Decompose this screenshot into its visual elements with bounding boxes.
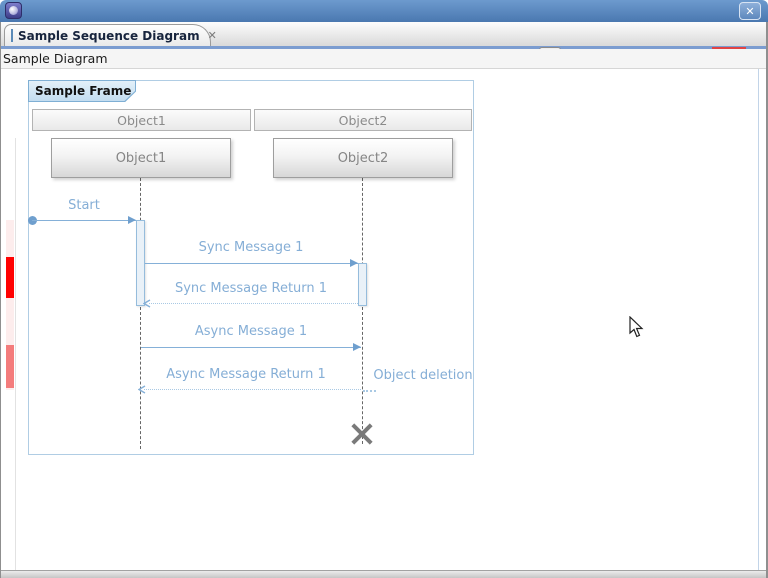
status-bar xyxy=(0,570,768,578)
ruler-red-mark[interactable] xyxy=(6,257,14,298)
message-label-async1[interactable]: Async Message 1 xyxy=(194,324,308,339)
lifeline-object1[interactable] xyxy=(140,178,141,449)
ruler-range-mark xyxy=(6,220,14,390)
sync-return-arrowhead-icon xyxy=(143,299,151,308)
sync-return-line[interactable] xyxy=(149,303,358,304)
lifeline-object2[interactable] xyxy=(362,178,363,444)
message-label-sync-return1[interactable]: Sync Message Return 1 xyxy=(174,281,328,296)
tab-close-icon[interactable]: ✕ xyxy=(207,29,217,42)
activation-object2[interactable] xyxy=(358,263,367,306)
message-label-object-deletion[interactable]: Object deletion xyxy=(373,368,473,383)
async-return-line[interactable] xyxy=(144,389,361,390)
start-arrowhead-icon xyxy=(128,216,136,224)
message-label-start[interactable]: Start xyxy=(68,198,100,213)
title-bar[interactable]: ✕ xyxy=(0,0,768,22)
tab-sample-sequence-diagram[interactable]: Sample Sequence Diagram ✕ xyxy=(4,24,217,46)
object-deletion-cross[interactable] xyxy=(349,421,375,447)
breadcrumb: Sample Diagram xyxy=(0,49,768,69)
sync-message-line[interactable] xyxy=(145,263,358,264)
activation-object1[interactable] xyxy=(136,220,145,306)
diagram-canvas[interactable]: Sample Frame Object1 Object2 Object1 Obj… xyxy=(0,69,768,578)
async-arrowhead-icon xyxy=(353,343,361,351)
ruler-salmon-mark[interactable] xyxy=(6,345,14,388)
async-message-line[interactable] xyxy=(141,347,361,348)
sync-arrowhead-icon xyxy=(350,259,358,267)
window-close-button[interactable]: ✕ xyxy=(739,2,761,20)
ruler-divider xyxy=(15,138,16,578)
breadcrumb-label: Sample Diagram xyxy=(3,51,108,66)
start-message-line[interactable] xyxy=(32,220,136,221)
lifeline-header-object1[interactable]: Object1 xyxy=(32,109,251,131)
object2-box[interactable]: Object2 xyxy=(273,138,453,178)
frame-label-tab[interactable]: Sample Frame xyxy=(28,80,136,102)
message-label-async-return1[interactable]: Async Message Return 1 xyxy=(166,367,326,382)
mouse-cursor xyxy=(629,316,644,338)
lifeline-header-object2[interactable]: Object2 xyxy=(254,109,472,131)
editor-tab-bar: Sample Sequence Diagram ✕ xyxy=(0,22,768,74)
tab-label: Sample Sequence Diagram xyxy=(18,28,200,43)
frame-label: Sample Frame xyxy=(29,81,135,101)
sequence-diagram-frame[interactable]: Sample Frame Object1 Object2 Object1 Obj… xyxy=(28,80,474,455)
async-return-arrowhead-icon xyxy=(138,385,146,394)
editor-icon xyxy=(11,29,13,42)
deletion-dotted-line xyxy=(363,390,376,392)
message-label-sync1[interactable]: Sync Message 1 xyxy=(198,240,304,255)
object1-box[interactable]: Object1 xyxy=(51,138,231,178)
eclipse-logo-icon xyxy=(5,2,22,19)
